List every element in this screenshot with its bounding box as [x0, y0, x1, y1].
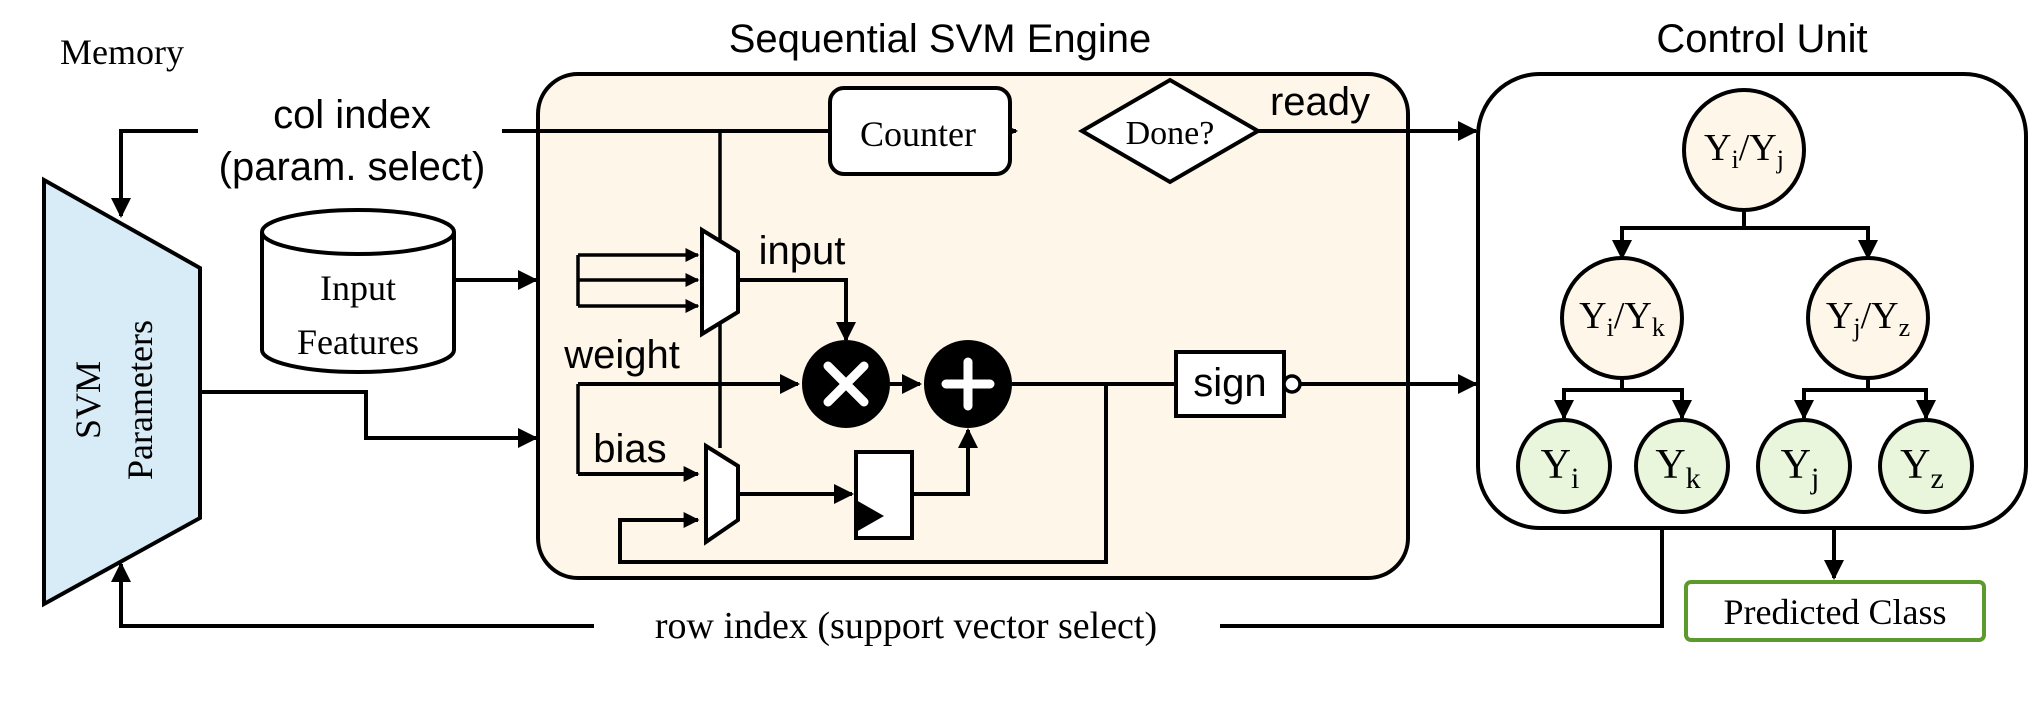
row-index-label: row index (support vector select)	[655, 605, 1157, 647]
svg-text:Yi: Yi	[1541, 442, 1580, 495]
engine-box	[536, 72, 1410, 580]
svm-parameters-label-2: Parameters	[120, 320, 160, 480]
ready-label: ready	[1270, 80, 1370, 124]
register-to-adder-arrow	[912, 428, 978, 496]
svg-text:Yj: Yj	[1781, 442, 1820, 495]
input-features-db	[260, 232, 456, 374]
row-index-arrow-to-svm	[111, 562, 594, 628]
leaf-node-yj: Yj	[1756, 418, 1852, 514]
svg-text:Yk: Yk	[1655, 442, 1700, 495]
bias-label: bias	[593, 427, 666, 471]
svg-text:Yz: Yz	[1900, 442, 1944, 495]
leaf-node-yz: Yz	[1878, 418, 1974, 514]
leaf-node-yi: Yi	[1516, 418, 1612, 514]
feedback-loop-arrow	[618, 384, 1108, 564]
engine-title: Sequential SVM Engine	[729, 17, 1152, 61]
register-clock-icon	[856, 500, 884, 532]
svm-parameters-block	[42, 176, 202, 608]
done-label: Done?	[1126, 115, 1215, 152]
row-index-line-right	[1220, 528, 1664, 628]
sign-label: sign	[1193, 361, 1266, 405]
svg-text:Yi/Yj: Yi/Yj	[1704, 127, 1784, 174]
multiply-symbol	[823, 361, 869, 407]
svg-text:Yj/Yz: Yj/Yz	[1826, 295, 1910, 342]
add-symbol	[941, 357, 995, 411]
sign-inversion-bubble	[1282, 374, 1302, 394]
svm-parameters-label-1: SVM	[68, 361, 108, 439]
predicted-class-label: Predicted Class	[1724, 592, 1947, 632]
counter-block	[828, 86, 1012, 176]
tree-right-node: Yj/Yz	[1806, 256, 1930, 380]
counter-label: Counter	[860, 114, 976, 154]
bias-mux	[704, 442, 740, 546]
control-unit-title: Control Unit	[1656, 17, 1867, 61]
leaf-node-yk: Yk	[1634, 418, 1730, 514]
tree-left-node: Yi/Yk	[1560, 256, 1684, 380]
input-features-label-1: Input	[320, 268, 396, 308]
control-unit-box	[1476, 72, 2028, 530]
input-label: input	[759, 229, 846, 273]
tree-root-node: Yi/Yj	[1682, 88, 1806, 212]
col-index-label: col index	[273, 93, 431, 137]
mux-to-multiplier-arrow	[738, 278, 856, 342]
input-mux	[700, 226, 740, 338]
weight-label: weight	[563, 333, 680, 377]
memory-label: Memory	[60, 32, 184, 72]
params-to-engine-arrow	[200, 390, 538, 448]
predicted-class-box	[1684, 580, 1986, 642]
col-index-arrow-to-svm	[111, 129, 198, 218]
param-select-label: (param. select)	[219, 145, 486, 189]
svg-text:Yi/Yk: Yi/Yk	[1579, 295, 1665, 342]
input-features-label-2: Features	[297, 322, 419, 362]
input-features-db-top	[260, 208, 456, 256]
